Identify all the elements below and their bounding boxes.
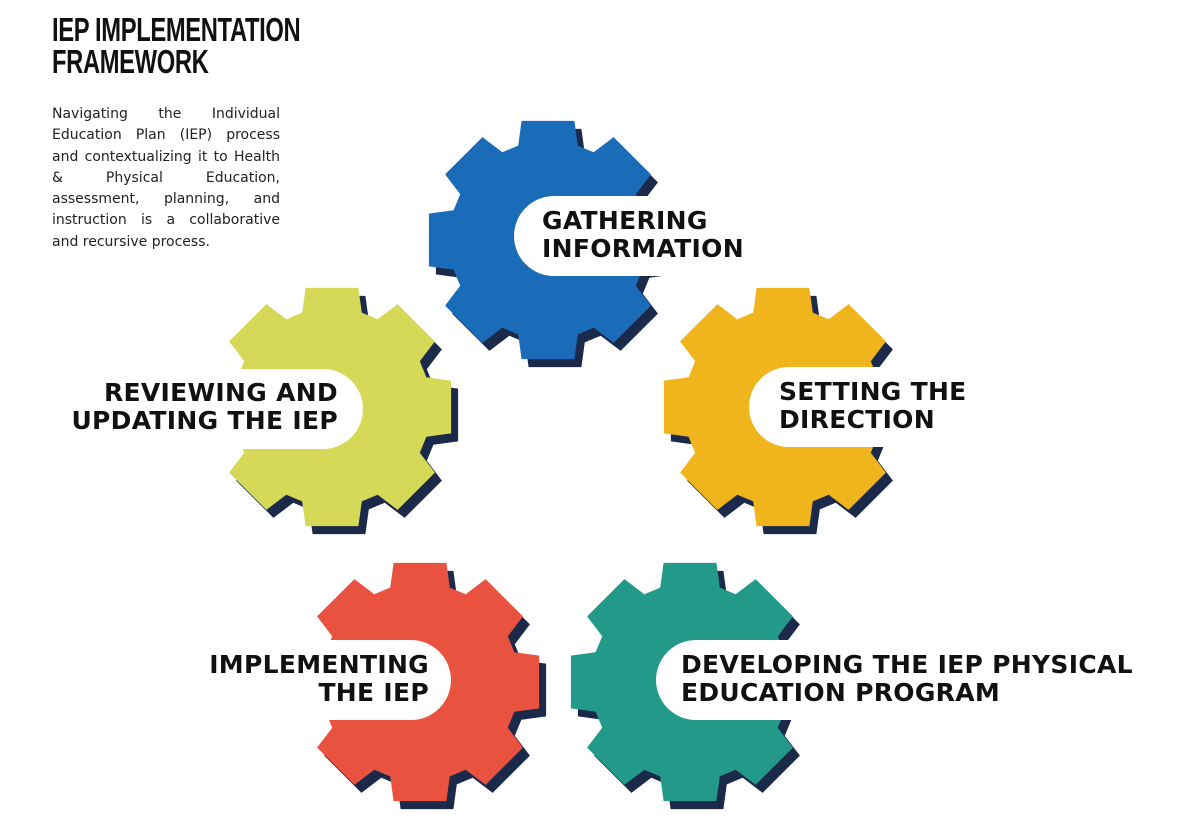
gear-slot (191, 640, 451, 720)
gear-slot (514, 196, 774, 276)
page-title: IEP IMPLEMENTATION FRAMEWORK (52, 11, 301, 80)
gear-reviewing (103, 287, 459, 535)
label-setting-the-direction: SETTING THE DIRECTION (779, 378, 967, 434)
label-line: EDUCATION PROGRAM (681, 678, 1001, 707)
label-line: DEVELOPING THE IEP PHYSICAL (681, 650, 1133, 679)
label-gathering-information: GATHERING INFORMATION (542, 207, 744, 263)
gear-setting (663, 287, 1009, 535)
label-line: GATHERING (542, 206, 708, 235)
label-line: REVIEWING AND (103, 378, 338, 407)
gear-gathering (428, 120, 774, 368)
gear-developing (570, 562, 916, 810)
label-line: DIRECTION (779, 405, 935, 434)
title-line-1: IEP IMPLEMENTATION (52, 11, 301, 48)
label-line: SETTING THE (779, 377, 967, 406)
label-line: THE IEP (318, 678, 429, 707)
gear-slot (749, 367, 1009, 447)
gear-slot (656, 640, 916, 720)
label-developing-the-iep-program: DEVELOPING THE IEP PHYSICAL EDUCATION PR… (681, 651, 1133, 707)
label-line: IMPLEMENTING (209, 650, 429, 679)
label-reviewing-and-updating: REVIEWING AND UPDATING THE IEP (71, 379, 338, 435)
gear-slot (103, 369, 363, 449)
label-line: UPDATING THE IEP (71, 406, 338, 435)
intro-paragraph: Navigating the Individual Education Plan… (52, 106, 280, 250)
label-line: INFORMATION (542, 234, 744, 263)
label-implementing-the-iep: IMPLEMENTING THE IEP (209, 651, 429, 707)
title-line-2: FRAMEWORK (52, 43, 209, 80)
gear-implementing (191, 562, 547, 810)
